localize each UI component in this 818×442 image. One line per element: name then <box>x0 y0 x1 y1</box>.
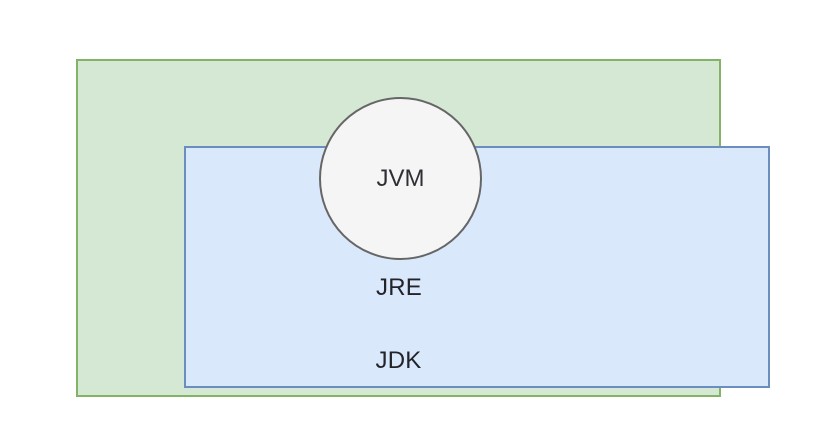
jvm-label: JVM <box>376 164 425 192</box>
jvm-circle-shape[interactable]: JVM <box>319 97 482 260</box>
jre-label: JRE <box>376 274 422 301</box>
jdk-label: JDK <box>375 347 422 374</box>
